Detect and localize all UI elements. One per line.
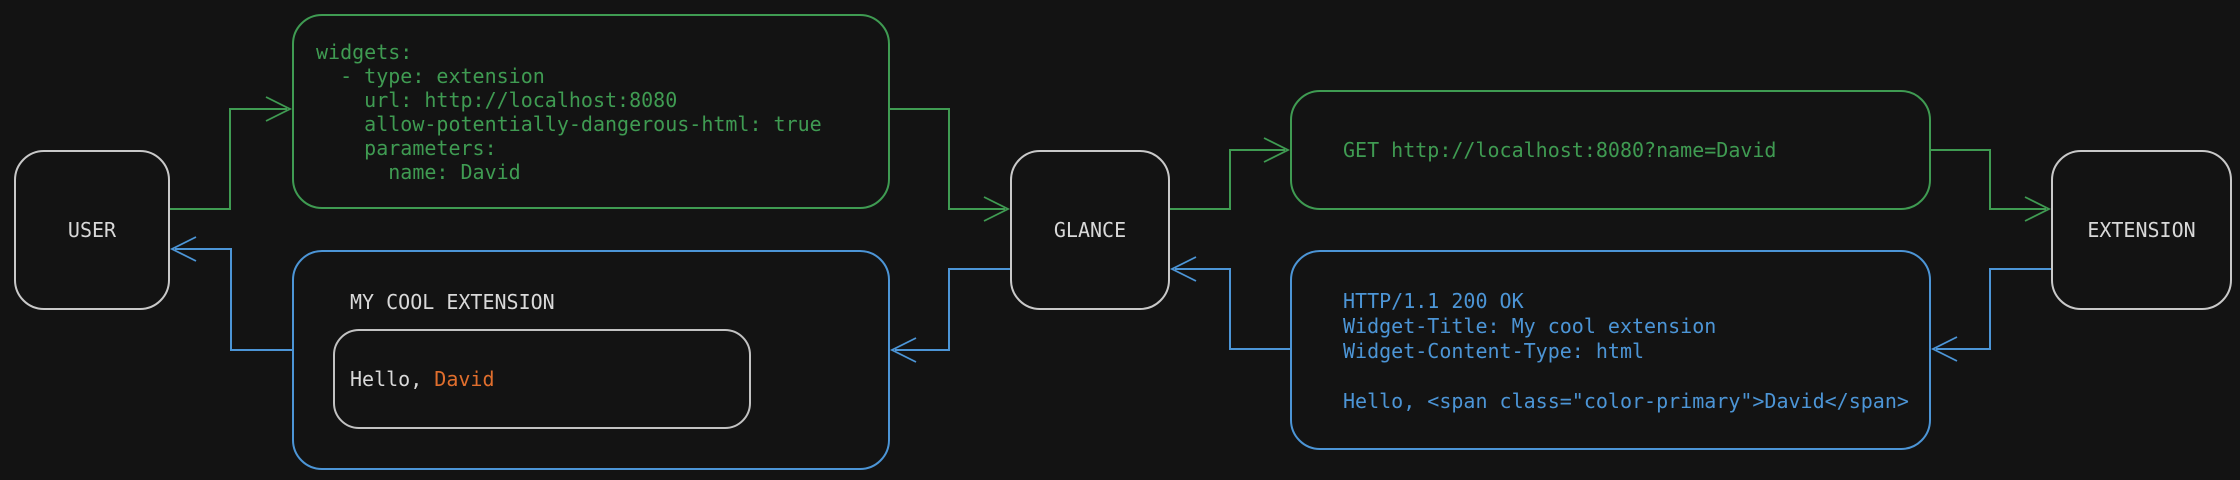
arrowhead-into-widget — [889, 337, 917, 363]
wire-widget-to-user — [175, 248, 292, 351]
config-line: parameters: — [316, 136, 497, 160]
wire-response-to-glance — [1175, 268, 1290, 350]
config-line: allow-potentially-dangerous-html: true — [316, 112, 822, 136]
wire-extension-to-response — [1936, 268, 2051, 350]
config-line: - type: extension — [316, 64, 545, 88]
node-glance-label: GLANCE — [1053, 218, 1127, 242]
wire-glance-to-widget — [895, 268, 1010, 351]
arrowhead-into-response — [1930, 336, 1958, 362]
config-line: widgets: — [316, 40, 413, 64]
response-flow-blue — [169, 236, 2051, 363]
wire-request-to-extension — [1931, 149, 2046, 210]
wire-config-to-glance — [890, 108, 1005, 210]
request-line: GET http://localhost:8080?name=David — [1343, 138, 1777, 162]
wire-glance-to-request — [1170, 149, 1285, 210]
arrowhead-into-request — [1263, 137, 1291, 163]
arrowhead-into-extension — [2024, 196, 2052, 222]
widget-preview-title: MY COOL EXTENSION — [350, 290, 555, 314]
response-line: HTTP/1.1 200 OK — [1343, 289, 1524, 313]
arrowhead-into-user — [169, 236, 197, 262]
node-user-label: USER — [67, 218, 117, 242]
greeting-name: David — [434, 367, 495, 391]
response-line — [1343, 364, 1917, 389]
config-yaml-box: widgets: - type: extension url: http://l… — [292, 14, 890, 209]
arrowhead-into-config — [265, 96, 293, 122]
response-line: Widget-Content-Type: html — [1343, 339, 1645, 363]
http-response-box: HTTP/1.1 200 OK Widget-Title: My cool ex… — [1290, 250, 1931, 450]
config-line: url: http://localhost:8080 — [316, 88, 678, 112]
widget-greeting-box: Hello, David — [333, 329, 751, 429]
node-extension: EXTENSION — [2051, 150, 2232, 310]
node-user: USER — [14, 150, 170, 310]
response-line: Hello, <span class="color-primary">David… — [1343, 389, 1909, 413]
widget-preview-box: MY COOL EXTENSION Hello, David — [292, 250, 890, 470]
node-glance: GLANCE — [1010, 150, 1170, 310]
wire-user-to-config — [170, 108, 287, 210]
arrowhead-into-glance-blue — [1169, 256, 1197, 282]
http-request-box: GET http://localhost:8080?name=David — [1290, 90, 1931, 210]
config-line: name: David — [316, 160, 521, 184]
response-line: Widget-Title: My cool extension — [1343, 314, 1717, 338]
arrowhead-into-glance-green — [983, 196, 1011, 222]
greeting-prefix: Hello, — [350, 367, 435, 391]
request-flow-green — [170, 96, 2052, 222]
node-extension-label: EXTENSION — [2087, 218, 2196, 242]
